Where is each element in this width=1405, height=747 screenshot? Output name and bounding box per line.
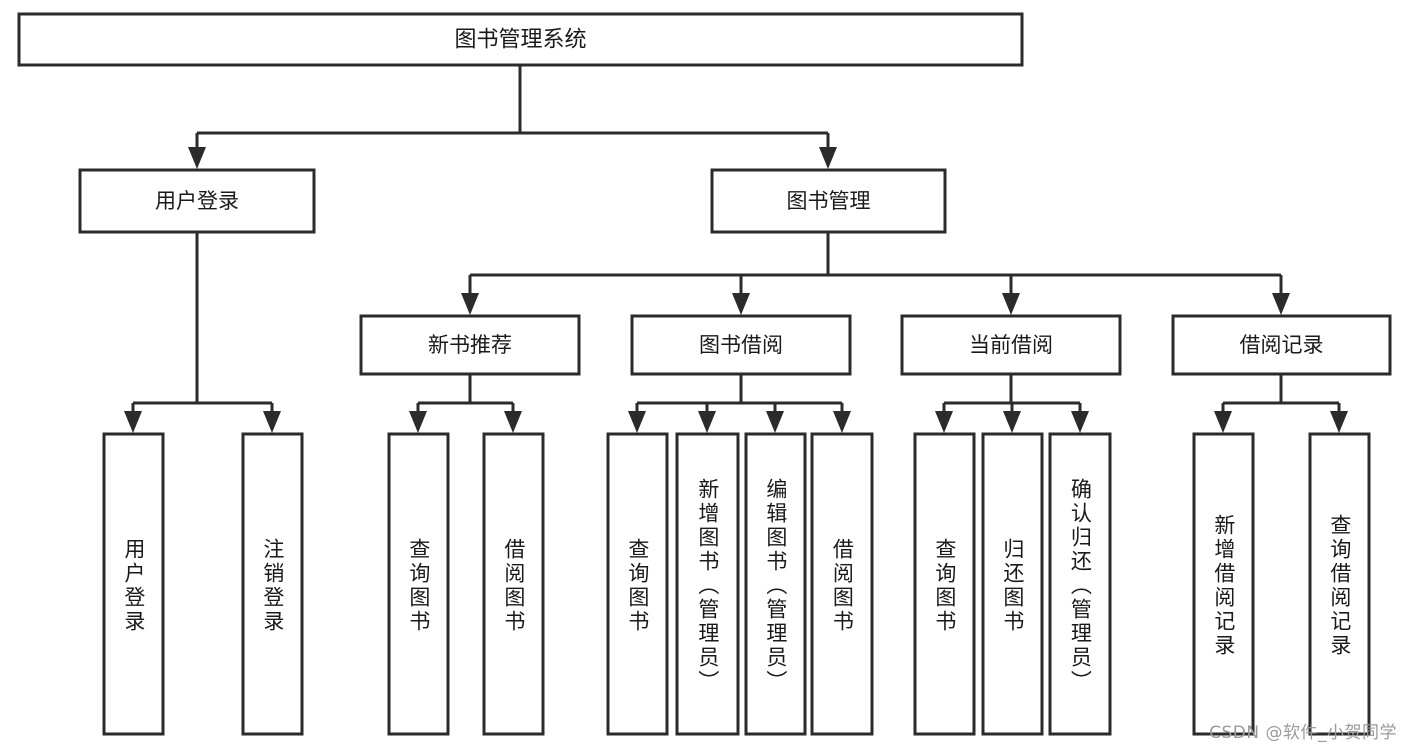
- leaf-box[interactable]: [675, 432, 740, 736]
- leaf-node[interactable]: [482, 432, 545, 736]
- level3-node[interactable]: 借阅记录: [1171, 314, 1392, 376]
- leaf-node[interactable]: [387, 432, 450, 736]
- level3-box[interactable]: [630, 314, 852, 376]
- root-box[interactable]: [17, 12, 1024, 67]
- arrow-head-icon: [504, 411, 522, 433]
- level3-label: 借阅记录: [1240, 333, 1324, 357]
- watermark: CSDN @软件_小贺同学: [1209, 723, 1397, 743]
- arrow-head-icon: [1003, 411, 1021, 433]
- level3-label: 图书借阅: [699, 333, 783, 357]
- arrow-head-icon: [766, 411, 784, 433]
- arrow-head-icon: [124, 411, 142, 433]
- level2-box[interactable]: [78, 168, 316, 234]
- level3-node[interactable]: 新书推荐: [359, 314, 581, 376]
- arrow-head-icon: [1002, 293, 1020, 315]
- arrow-head-icon: [833, 411, 851, 433]
- level2-label: 用户登录: [155, 189, 239, 213]
- arrow-head-icon: [188, 147, 206, 169]
- leaf-node[interactable]: [102, 432, 165, 736]
- arrow-head-icon: [732, 293, 750, 315]
- leaf-box[interactable]: [102, 432, 165, 736]
- root-label: 图书管理系统: [454, 28, 586, 53]
- leaf-node[interactable]: [810, 432, 874, 736]
- arrow-head-icon: [1272, 293, 1290, 315]
- leaf-box[interactable]: [482, 432, 545, 736]
- leaf-box[interactable]: [1048, 432, 1112, 736]
- leaf-node[interactable]: [744, 432, 807, 736]
- leaf-box[interactable]: [241, 432, 304, 736]
- arrow-head-icon: [819, 147, 837, 169]
- level3-node[interactable]: 当前借阅: [900, 314, 1122, 376]
- leaf-node[interactable]: [913, 432, 976, 736]
- level2-node[interactable]: 用户登录: [78, 168, 316, 234]
- leaf-box[interactable]: [387, 432, 450, 736]
- arrow-head-icon: [935, 411, 953, 433]
- leaf-box[interactable]: [981, 432, 1044, 736]
- leaf-box[interactable]: [1192, 432, 1255, 736]
- leaf-node[interactable]: [1048, 432, 1112, 736]
- arrow-head-icon: [461, 293, 479, 315]
- leaf-box[interactable]: [810, 432, 874, 736]
- connectors-layer: [124, 65, 1348, 433]
- arrow-head-icon: [263, 411, 281, 433]
- arrow-head-icon: [698, 411, 716, 433]
- leaf-node[interactable]: [606, 432, 669, 736]
- leaf-box[interactable]: [1308, 432, 1371, 736]
- leaf-box[interactable]: [606, 432, 669, 736]
- arrow-head-icon: [409, 411, 427, 433]
- arrow-head-icon: [1214, 411, 1232, 433]
- level3-box[interactable]: [359, 314, 581, 376]
- arrow-head-icon: [1071, 411, 1089, 433]
- leaf-node[interactable]: [1308, 432, 1371, 736]
- level3-box[interactable]: [900, 314, 1122, 376]
- level3-node[interactable]: 图书借阅: [630, 314, 852, 376]
- arrow-head-icon: [628, 411, 646, 433]
- level3-label: 新书推荐: [428, 333, 512, 357]
- leaf-node[interactable]: [241, 432, 304, 736]
- root-node[interactable]: 图书管理系统: [17, 12, 1024, 67]
- leaf-node[interactable]: [981, 432, 1044, 736]
- leaf-node[interactable]: [675, 432, 740, 736]
- leaf-node[interactable]: [1192, 432, 1255, 736]
- leaf-box[interactable]: [744, 432, 807, 736]
- level3-box[interactable]: [1171, 314, 1392, 376]
- level2-node[interactable]: 图书管理: [710, 168, 947, 234]
- leaf-box[interactable]: [913, 432, 976, 736]
- level2-box[interactable]: [710, 168, 947, 234]
- arrow-head-icon: [1330, 411, 1348, 433]
- level3-label: 当前借阅: [969, 333, 1053, 357]
- level2-label: 图书管理: [787, 189, 871, 213]
